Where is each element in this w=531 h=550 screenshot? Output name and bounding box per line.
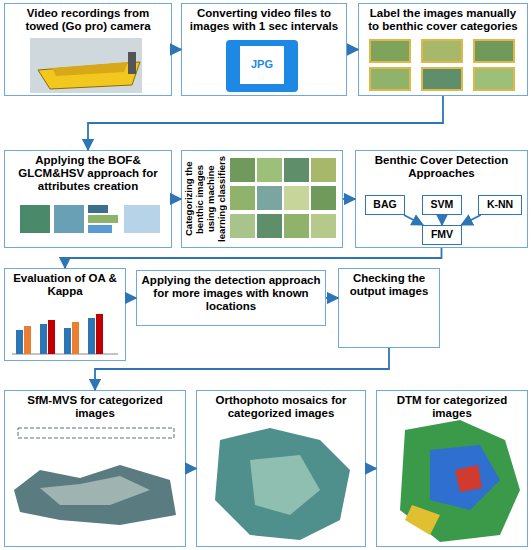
process-box: Applying the detection approach for more… (136, 270, 326, 326)
benthic-thumbnail (257, 214, 282, 238)
converter-icon (226, 40, 298, 92)
chart-bar (88, 318, 95, 354)
camera-track (18, 428, 174, 438)
method-box: FMV (422, 225, 462, 245)
feature-tile (124, 205, 160, 233)
flow-arrow (461, 215, 480, 225)
boat-deck (52, 62, 128, 76)
flow-arrow (126, 297, 136, 299)
process-box: Video recordings from towed (Go pro) cam… (4, 3, 172, 96)
feature-tile (54, 205, 84, 233)
process-box: Label the images manually to benthic cov… (358, 3, 528, 96)
method-box: K-NN (478, 195, 522, 215)
process-box: Checking the output images (338, 268, 440, 348)
node-text: Label the images manually to benthic cov… (359, 4, 527, 33)
process-box: DTM for categorized images (376, 390, 528, 547)
boat-hull (38, 62, 140, 89)
node-text: Applying the BOF& GLCM&HSV approach for … (5, 151, 171, 193)
feature-bar (88, 205, 108, 213)
benthic-thumbnail (284, 158, 309, 182)
benthic-thumbnail (257, 186, 282, 210)
node-text: Checking the output images (339, 269, 439, 298)
flow-arrow (88, 96, 443, 150)
chart-bar (16, 330, 23, 354)
feature-bar (88, 225, 112, 233)
photo-background (30, 38, 142, 93)
process-box: Evaluation of OA & Kappa (4, 268, 126, 361)
feature-bar (88, 215, 118, 223)
process-box: SfM-MVS for categorized images (4, 390, 186, 547)
feature-tile (20, 205, 50, 233)
node-text: SfM-MVS for categorized images (5, 391, 185, 420)
flow-arrow (186, 468, 196, 470)
chart-bar (40, 324, 47, 354)
jpg-document (240, 46, 284, 84)
node-text: DTM for categorized images (377, 391, 527, 420)
method-box: BAG (365, 195, 405, 215)
node-text: SVM (423, 196, 461, 212)
benthic-thumbnail (257, 158, 282, 182)
benthic-thumbnail (311, 214, 336, 238)
benthic-thumbnail (311, 186, 336, 210)
benthic-thumbnail (230, 158, 255, 182)
flow-arrow (172, 49, 181, 51)
point-cloud-detail (40, 476, 150, 505)
benthic-thumbnail (284, 214, 309, 238)
folder-thumbnail (474, 40, 514, 62)
node-text: Applying the detection approach for more… (137, 271, 325, 313)
dtm-depth-zone (430, 445, 500, 510)
process-box: Applying the BOF& GLCM&HSV approach for … (4, 150, 172, 248)
node-text: BAG (366, 196, 404, 212)
flow-arrow (366, 468, 376, 470)
benthic-thumbnail (230, 214, 255, 238)
chart-bar (24, 326, 31, 354)
icon-label: JPG (240, 58, 284, 70)
folder-thumbnail (370, 40, 410, 62)
flow-arrow (404, 215, 423, 225)
node-text: FMV (423, 226, 461, 242)
folder-thumbnail (422, 40, 462, 62)
folder-thumbnail (474, 68, 514, 90)
dtm-depth-zone (405, 505, 440, 535)
flow-arrow (343, 198, 355, 200)
node-text: Video recordings from towed (Go pro) cam… (5, 4, 171, 33)
node-text: Categorizing the benthic images using ma… (183, 153, 227, 245)
node-text: Benthic Cover Detection Approaches (356, 151, 527, 180)
folder-thumbnail (422, 68, 462, 90)
orthophoto-mosaic (215, 428, 350, 540)
chart-bar (48, 320, 55, 354)
folder-thumbnail (370, 68, 410, 90)
flow-arrow (65, 248, 442, 268)
benthic-thumbnail (284, 186, 309, 210)
flow-arrow (172, 198, 181, 200)
dtm-surface (400, 420, 520, 542)
node-text: Orthophoto mosaics for categorized image… (197, 391, 365, 420)
flow-arrow (347, 49, 358, 51)
process-box: Categorizing the benthic images using ma… (181, 150, 343, 248)
dtm-depth-zone (455, 465, 482, 492)
method-box: SVM (422, 195, 462, 215)
benthic-thumbnail (230, 186, 255, 210)
chart-bar (64, 328, 71, 354)
benthic-thumbnail (311, 158, 336, 182)
boat-motor (128, 52, 136, 74)
chart-bar (72, 322, 79, 354)
orthophoto-detail (250, 455, 320, 515)
process-box: Benthic Cover Detection ApproachesBAG SVM… (355, 150, 528, 248)
process-box: Converting video files to images with 1 … (181, 3, 347, 96)
node-text: Converting video files to images with 1 … (182, 4, 346, 33)
flow-arrow (441, 215, 443, 225)
flow-arrow (326, 297, 338, 299)
node-text: K-NN (479, 196, 521, 212)
flow-arrow (95, 348, 389, 390)
node-text: Evaluation of OA & Kappa (5, 269, 125, 298)
process-box: Orthophoto mosaics for categorized image… (196, 390, 366, 547)
point-cloud (14, 465, 176, 525)
chart-bar (96, 314, 103, 354)
